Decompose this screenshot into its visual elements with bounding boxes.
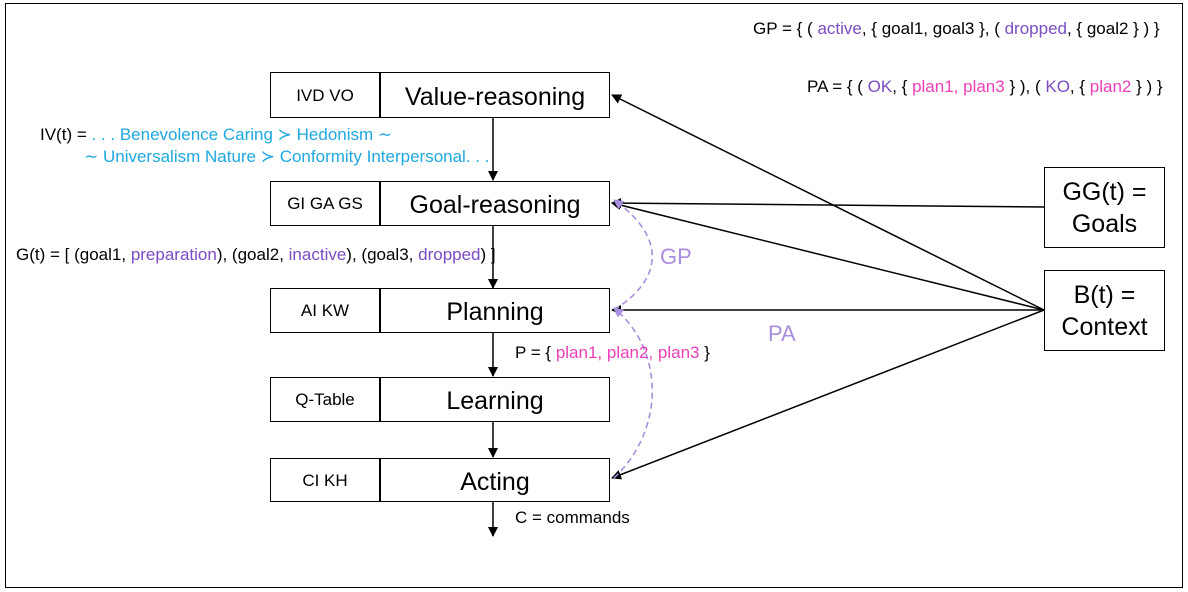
pa-def-ko: KO — [1045, 77, 1070, 96]
layer-learning-right: Learning — [446, 387, 544, 415]
pa-def-part3: } ), ( — [1009, 77, 1041, 96]
gp-label: GP — [660, 244, 692, 269]
layer-acting: CI KH Acting — [270, 458, 610, 502]
layer-goal-right: Goal-reasoning — [409, 191, 581, 219]
g-part3: ), (goal3, — [346, 245, 414, 264]
layer-acting-left: CI KH — [302, 470, 348, 490]
g-part4: ) ] — [480, 245, 496, 264]
g-prefix: G(t) = [ (goal1, — [16, 245, 127, 264]
layer-value-left: IVD VO — [296, 85, 354, 105]
g-state-preparation: preparation — [130, 245, 217, 264]
layer-goal-reasoning: GI GA GS Goal-reasoning — [270, 181, 610, 226]
arrow-context-to-acting — [611, 309, 1045, 480]
pa-definition: PA = { ( OK, { plan1, plan3 } ), ( KO, {… — [807, 78, 1163, 95]
layer-planning: AI KW Planning — [270, 288, 610, 333]
iv-annotation-line1: IV(t) = . . . Benevolence Caring ≻ Hedon… — [40, 126, 392, 143]
pa-def-plans-ko: plan2 — [1089, 77, 1132, 96]
layer-value-reasoning: IVD VO Value-reasoning — [270, 72, 610, 118]
gp-definition: GP = { ( active, { goal1, goal3 }, ( dro… — [753, 20, 1160, 37]
goals-box: GG(t) = Goals — [1044, 167, 1165, 248]
p-suffix: } — [704, 343, 710, 362]
iv-prefix: IV(t) = — [40, 125, 87, 144]
gp-def-active: active — [817, 19, 862, 38]
arrow-context-to-value — [611, 94, 1045, 311]
dashed-pa-feedback — [613, 307, 653, 479]
pa-def-ok: OK — [867, 77, 893, 96]
pa-def-part2: , { — [892, 77, 908, 96]
diagram-frame — [5, 3, 1183, 588]
iv-annotation-line2: ∼ Universalism Nature ≻ Conformity Inter… — [84, 147, 490, 166]
goals-box-line1: GG(t) = — [1062, 177, 1147, 206]
layer-planning-left: AI KW — [300, 301, 350, 320]
pa-def-part5: } ) } — [1136, 77, 1163, 96]
layer-planning-right: Planning — [446, 298, 544, 326]
g-annotation: G(t) = [ (goal1, preparation), (goal2, i… — [16, 246, 496, 263]
gp-def-part2: , { goal1, goal3 }, ( — [861, 19, 1000, 38]
g-state-inactive: inactive — [288, 245, 347, 264]
iv-values-1: . . . Benevolence Caring ≻ Hedonism ∼ — [91, 125, 393, 144]
gp-def-dropped: dropped — [1004, 19, 1067, 38]
arrow-goals-to-goal-reasoning — [611, 198, 1045, 209]
pa-def-plans-ok: plan1, plan3 — [912, 77, 1005, 96]
gp-def-part3: , { goal2 } ) } — [1066, 19, 1160, 38]
layer-acting-right: Acting — [460, 467, 530, 496]
g-part2: ), (goal2, — [216, 245, 284, 264]
layer-learning-left: Q-Table — [295, 390, 355, 409]
pa-def-part4: , { — [1069, 77, 1086, 96]
dashed-gp-feedback — [613, 199, 653, 311]
context-box-line2: Context — [1061, 312, 1148, 341]
context-box-line1: B(t) = — [1073, 280, 1136, 309]
pa-def-prefix: PA = { ( — [807, 77, 863, 96]
p-prefix: P = { — [515, 343, 552, 362]
layer-goal-left: GI GA GS — [287, 194, 363, 213]
layer-learning: Q-Table Learning — [270, 377, 610, 422]
p-annotation: P = { plan1, plan2, plan3 } — [515, 344, 710, 361]
arrow-context-to-goal — [611, 200, 1045, 311]
layer-value-right: Value-reasoning — [404, 82, 586, 111]
c-annotation: C = commands — [515, 508, 630, 527]
context-box: B(t) = Context — [1044, 270, 1165, 351]
p-plans: plan1, plan2, plan3 — [555, 343, 700, 362]
pa-label: PA — [768, 321, 796, 346]
goals-box-line2: Goals — [1071, 209, 1138, 238]
g-state-dropped: dropped — [418, 245, 481, 264]
gp-def-prefix: GP = { ( — [753, 19, 813, 38]
